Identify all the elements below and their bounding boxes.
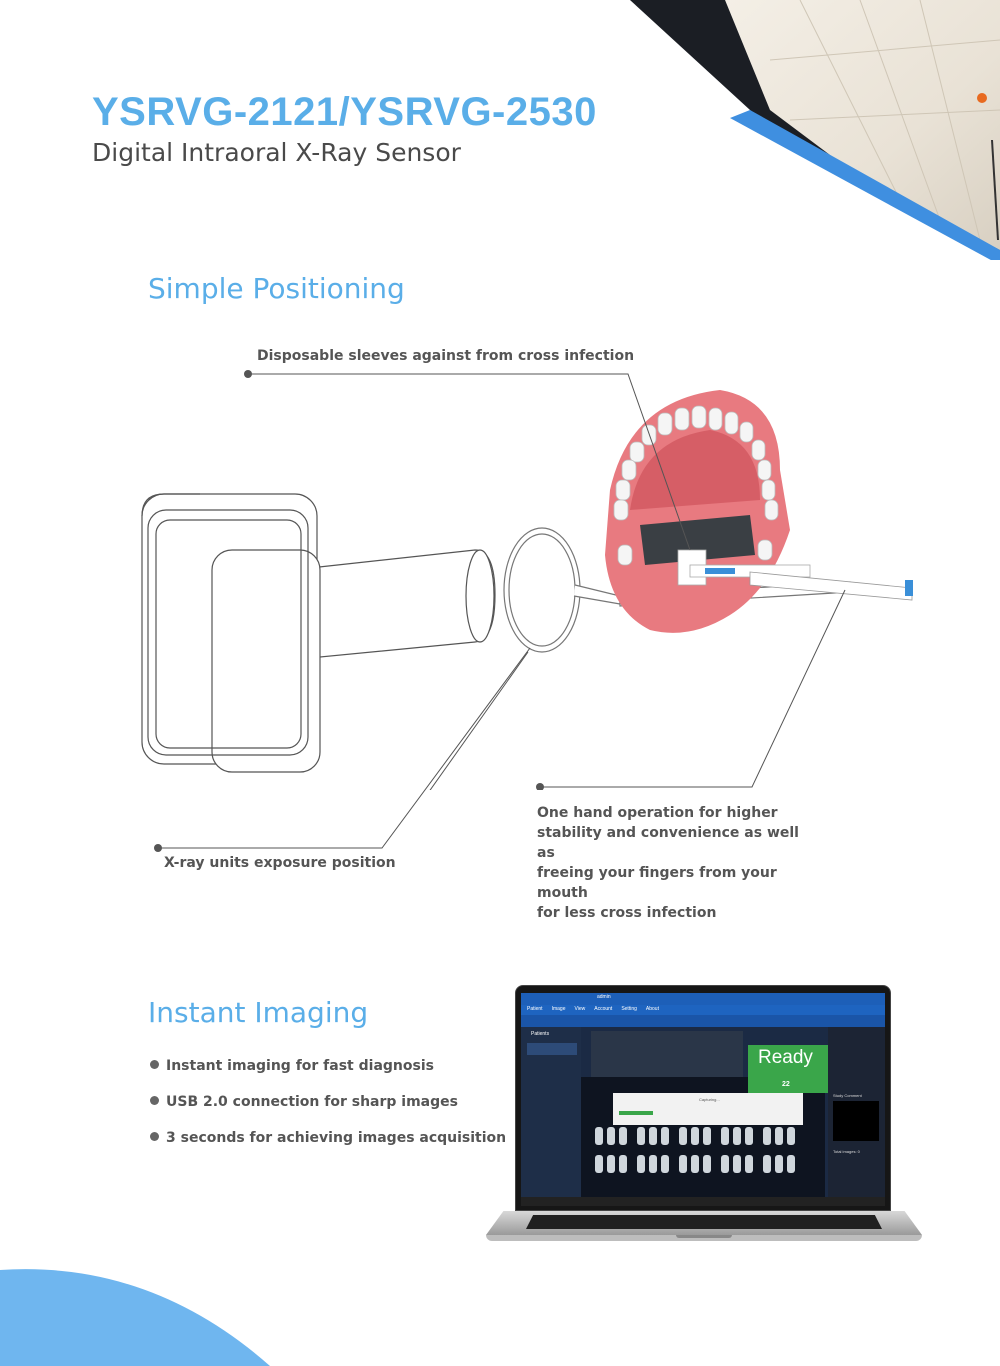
screen-study-label: Study Comment <box>833 1093 862 1098</box>
screen-capture-dialog <box>613 1093 803 1125</box>
callout-xray-exposure: X-ray units exposure position <box>164 855 396 871</box>
leader-dot-one-hand <box>536 783 544 790</box>
leader-line-one-hand <box>540 589 846 788</box>
screen-status-text: Ready <box>758 1047 813 1068</box>
bullet-dot-icon <box>150 1132 159 1141</box>
callout-one-hand-line: One hand operation for higher <box>537 805 778 821</box>
leader-line-sleeves <box>248 373 691 551</box>
callout-one-hand-line: stability and convenience as well as <box>537 825 799 861</box>
callout-sleeves: Disposable sleeves against from cross in… <box>257 348 635 364</box>
bullet-text: Instant imaging for fast diagnosis <box>166 1058 434 1074</box>
dental-model-icon <box>605 390 913 633</box>
xray-unit-icon <box>141 493 496 773</box>
screen-status-count: 22 <box>782 1081 790 1088</box>
screen-status-panel <box>748 1045 828 1093</box>
bullet-dot-icon <box>150 1060 159 1069</box>
bullet-text: USB 2.0 connection for sharp images <box>166 1094 458 1110</box>
bullet-item: Instant imaging for fast diagnosis <box>150 1058 434 1074</box>
bottom-left-arc-decoration <box>0 1269 270 1366</box>
leader-dot-sleeves <box>244 370 252 378</box>
bullet-item: 3 seconds for achieving images acquisiti… <box>150 1130 506 1146</box>
xray-teeth-thumbnails <box>595 1127 795 1173</box>
section-heading-positioning: Simple Positioning <box>148 272 405 305</box>
screen-total-images: Total images: 0 <box>833 1149 860 1154</box>
callout-one-hand: One hand operation for higher stability … <box>537 803 807 923</box>
leader-line-xray <box>429 651 529 790</box>
bullet-dot-icon <box>150 1096 159 1105</box>
positioning-illustration <box>141 370 913 790</box>
callout-one-hand-line: for less cross infection <box>537 905 717 921</box>
screen-sidebar-heading: Patients <box>531 1031 550 1037</box>
corner-photo-decoration <box>630 0 1000 260</box>
bullet-text: 3 seconds for achieving images acquisiti… <box>166 1130 507 1146</box>
screen-progress-bar <box>619 1111 653 1115</box>
leader-lines-lower <box>154 647 531 852</box>
screen-dialog-text: Capturing... <box>699 1097 720 1102</box>
screen-window-title: admin <box>597 994 611 1000</box>
product-title: YSRVG-2121/YSRVG-2530 <box>92 90 597 134</box>
callout-one-hand-line: freeing your fingers from your mouth <box>537 865 777 901</box>
section-heading-imaging: Instant Imaging <box>148 996 369 1029</box>
product-subtitle: Digital Intraoral X-Ray Sensor <box>92 138 461 167</box>
bullet-item: USB 2.0 connection for sharp images <box>150 1094 458 1110</box>
